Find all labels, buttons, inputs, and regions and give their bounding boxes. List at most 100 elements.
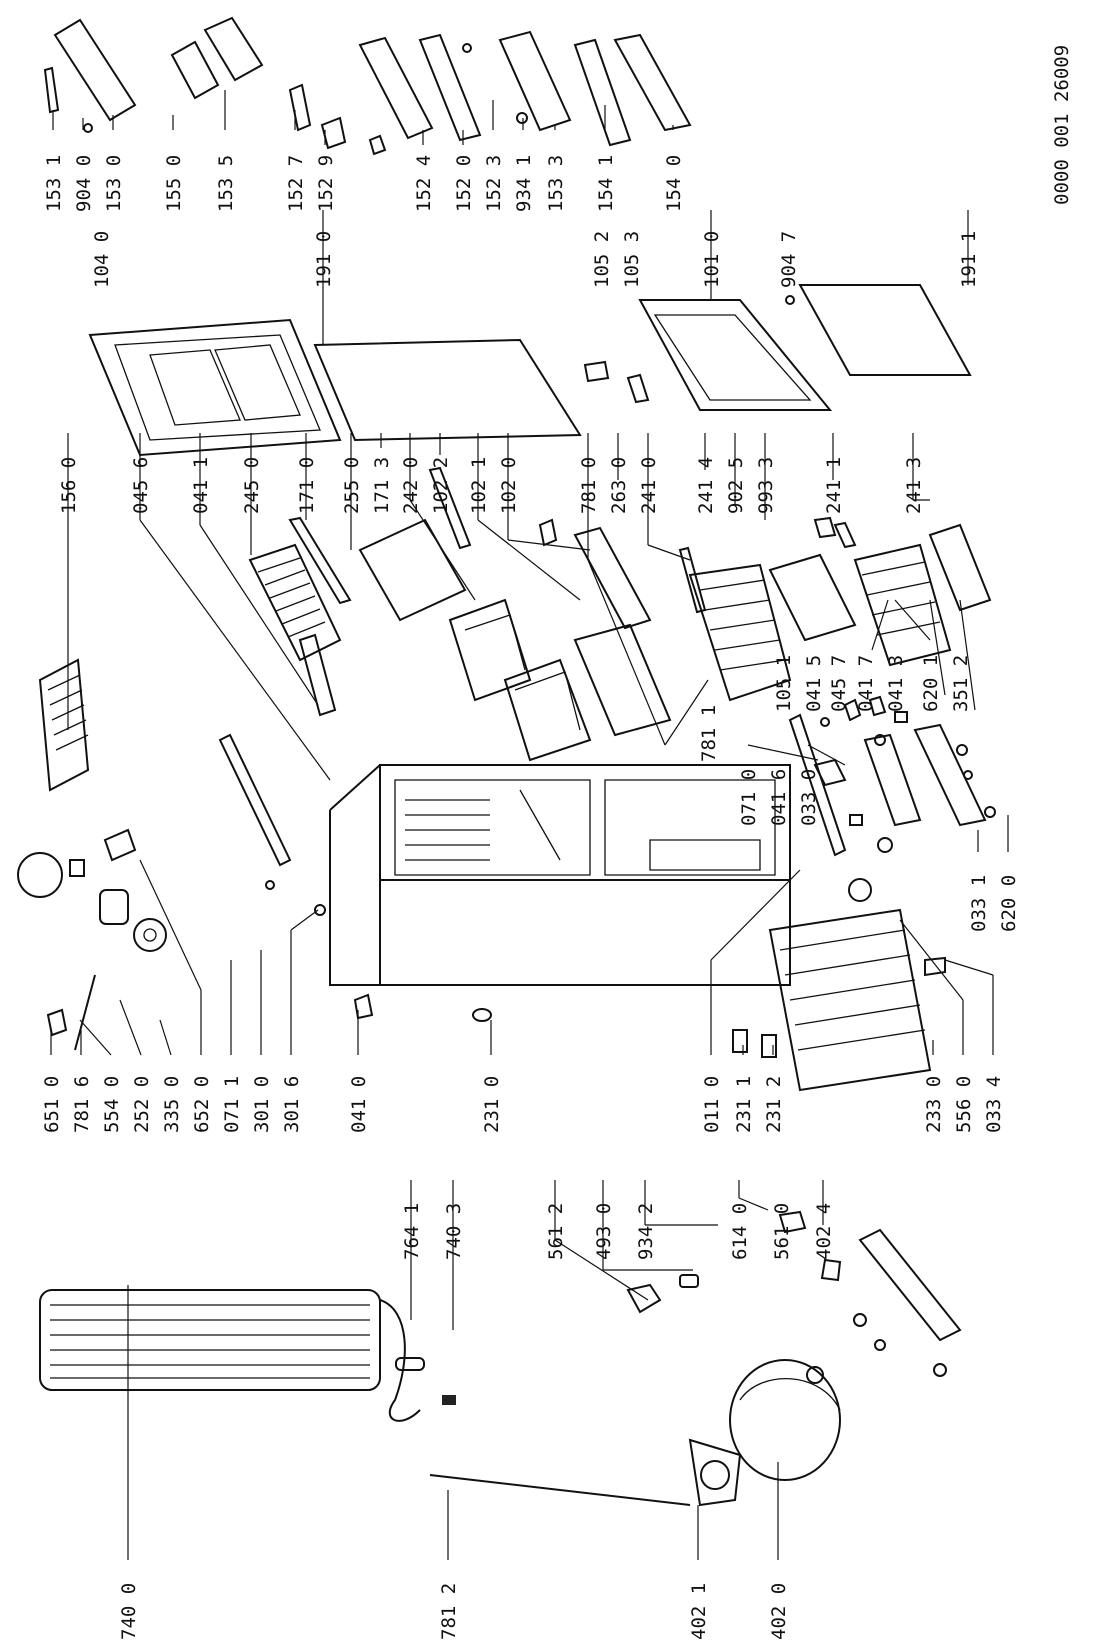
evaporator-bracket [924,956,946,977]
part-label-902-5: 902 5 [725,457,747,514]
part-label-153-3: 153 3 [545,155,567,212]
base-rail [853,1228,962,1377]
part-label-041-3: 041 3 [885,655,907,712]
part-label-242-0: 242 0 [400,457,422,514]
part-label-781-0: 781 0 [578,457,600,514]
lower-hinge-foot [353,993,374,1020]
door-shelf-154-0 [613,33,692,132]
part-label-335-0: 335 0 [161,1076,183,1133]
catch-102-2 [538,518,558,547]
part-label-105-2: 105 2 [591,231,613,288]
part-label-033-0: 033 0 [798,769,820,826]
knob [133,918,167,952]
bushing-041-7 [894,711,908,723]
freezer-basket-upper [688,563,792,702]
control-panel [863,733,922,827]
cap-105-2 [583,360,610,383]
foot [472,1008,492,1022]
screw-351-2 [963,770,973,780]
part-label-045-7: 045 7 [828,655,850,712]
compressor-grommet [820,1258,842,1282]
part-label-241-1: 241 1 [823,457,845,514]
part-label-105-3: 105 3 [621,231,643,288]
glass-shelf [358,518,467,622]
part-label-241-0: 241 0 [638,457,660,514]
part-label-154-0: 154 0 [663,155,685,212]
part-label-781-2: 781 2 [438,1583,460,1640]
screw-620-0 [984,806,996,818]
spacer-993-3 [833,521,857,549]
cabinet [329,764,791,986]
door-shelf-153-0 [53,18,137,122]
part-label-101-0: 101 0 [701,231,723,288]
part-label-493-0: 493 0 [593,1203,615,1260]
nut-041-3 [874,734,886,746]
light-cover [17,852,85,898]
parts-drawing [17,16,996,1507]
cap-105-3 [626,373,650,404]
part-label-152-4: 152 4 [413,155,435,212]
compressor-bracket [688,1438,742,1507]
part-label-191-1: 191 1 [958,231,980,288]
part-label-402-4: 402 4 [813,1203,835,1260]
part-label-740-0: 740 0 [118,1583,140,1640]
hinge-071-0 [788,713,847,857]
upper-hinge [298,633,337,717]
drain-grommet [848,878,872,902]
part-label-152-0: 152 0 [453,155,475,212]
screw-934-1 [516,112,528,124]
ball-105-1 [820,717,830,727]
thermostat-shaft [74,974,96,1051]
part-label-033-1: 033 1 [968,875,990,932]
part-label-154-1: 154 1 [595,155,617,212]
part-labels: 0000 001 26009 740 0 781 2 402 1 402 0 7… [41,45,1073,1640]
part-label-934-2: 934 2 [635,1203,657,1260]
crisper-cover [573,623,672,737]
part-label-231-2: 231 2 [763,1076,785,1133]
part-label-252-0: 252 0 [131,1076,153,1133]
part-label-614-0: 614 0 [729,1203,751,1260]
middle-hinge-bar [218,733,292,867]
clip-231-2 [761,1034,777,1058]
part-label-041-7: 041 7 [855,655,877,712]
part-label-934-1: 934 1 [513,155,535,212]
freezer-basket-lower [853,543,952,667]
part-label-033-4: 033 4 [983,1076,1005,1133]
ice-tray [38,658,90,792]
part-label-255-0: 255 0 [341,457,363,514]
part-label-152-9: 152 9 [315,155,337,212]
butter-lid [203,16,264,82]
part-label-171-3: 171 3 [371,457,393,514]
part-label-104-0: 104 0 [91,231,113,288]
condenser-plug [442,1395,456,1405]
condenser-clip [395,1357,425,1371]
document-id: 0000 001 26009 [1051,45,1073,205]
switch [103,828,137,862]
part-label-153-0: 153 0 [103,155,125,212]
door-shelf-154-1 [573,38,632,147]
part-label-152-3: 152 3 [483,155,505,212]
part-label-156-0: 156 0 [58,457,80,514]
part-label-620-0: 620 0 [998,875,1020,932]
hinge-cap-152-7 [288,83,312,132]
relay [626,1283,662,1314]
door-gasket-191-1 [798,284,972,376]
part-label-301-6: 301 6 [281,1076,303,1133]
part-label-071-0: 071 0 [738,769,760,826]
part-label-071-1: 071 1 [221,1076,243,1133]
screw-041-5 [843,698,862,722]
part-label-041-1: 041 1 [190,457,212,514]
clip-231-1 [732,1029,748,1053]
hinge-cap-152-9 [320,116,347,150]
shelf-trim-171-0 [288,516,352,605]
part-label-041-5: 041 5 [803,655,825,712]
door-shelf-153-3 [498,30,572,132]
door-shelf-152-0 [418,33,482,142]
part-label-402-1: 402 1 [688,1583,710,1640]
part-label-561-2: 561 2 [545,1203,567,1260]
spring-045-7 [868,695,887,717]
part-label-652-0: 652 0 [191,1076,213,1133]
part-label-152-7: 152 7 [285,155,307,212]
drain-tube [429,1474,691,1506]
part-label-561-0: 561 0 [771,1203,793,1260]
